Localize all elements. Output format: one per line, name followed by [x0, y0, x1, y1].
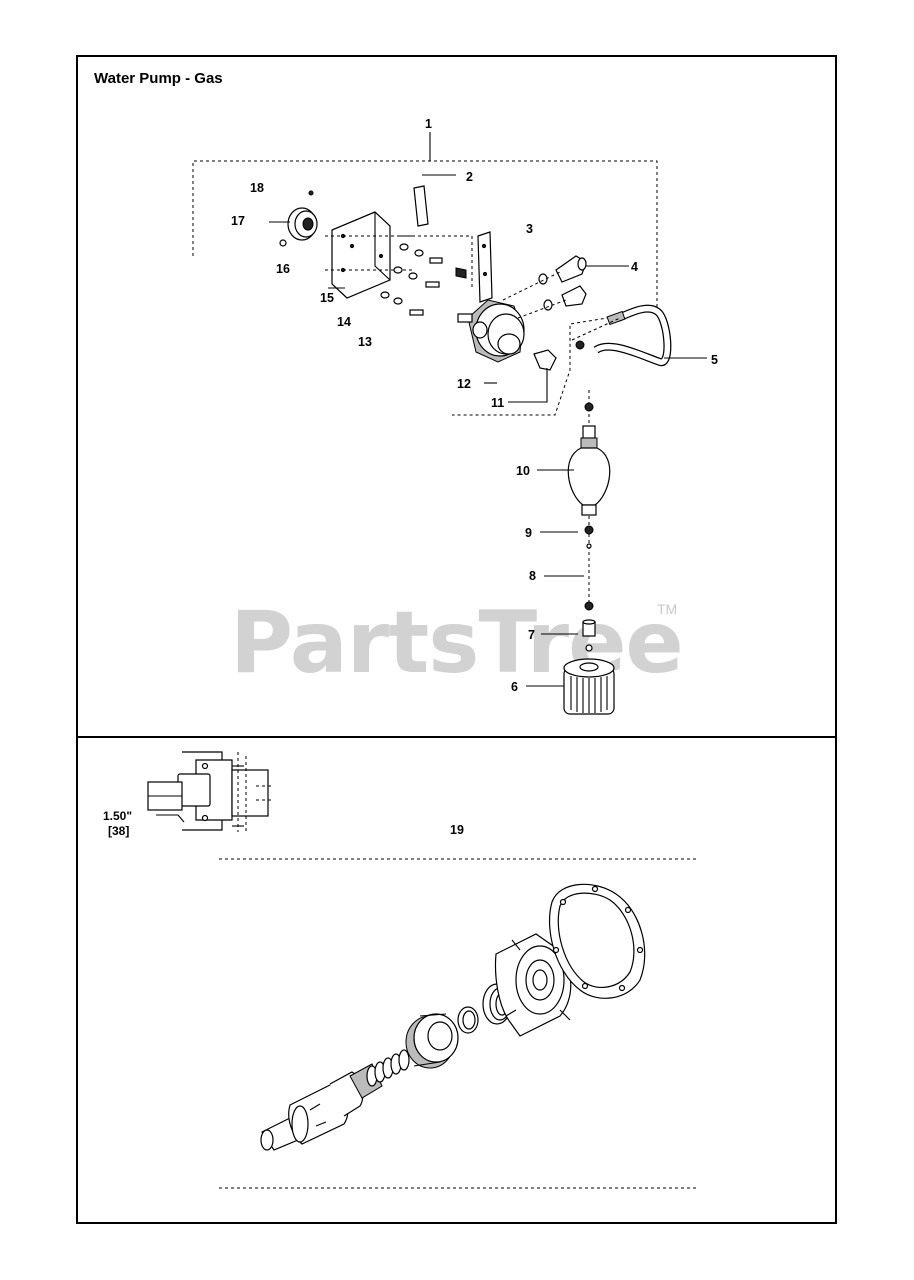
- watermark-brand: PartsTree: [230, 593, 683, 693]
- pulley-part-17: [269, 190, 318, 247]
- shaft-sleeve: [260, 1063, 383, 1151]
- callout-5: 5: [711, 353, 718, 367]
- fastener-set: [328, 243, 467, 316]
- o-ring: [457, 1006, 479, 1034]
- callout-1: 1: [425, 117, 432, 131]
- watermark: PartsTree TM: [230, 593, 684, 693]
- seal-kit-diagram: 1.50" [38] 19: [103, 751, 696, 1189]
- spring: [366, 1049, 410, 1087]
- callout-19: 19: [450, 823, 464, 837]
- callout-2: 2: [466, 170, 473, 184]
- decal-part-2: [413, 174, 456, 227]
- impeller-housing: [494, 933, 573, 1037]
- fuel-filter-part-6: [526, 575, 615, 715]
- fuel-hose-part-5: [571, 304, 707, 381]
- pump-assembly-diagram: 1 2 3 4 5 6 7 8 9 10 11 12 13 14 15 16 1…: [192, 117, 718, 715]
- outer-frame: [76, 55, 837, 1224]
- callout-11: 11: [491, 396, 504, 410]
- mounting-bracket-part-15: [325, 211, 412, 299]
- callout-4: 4: [631, 260, 638, 274]
- elbow-fitting-part-11: [508, 349, 557, 403]
- dimension-imperial: 1.50": [103, 809, 132, 823]
- pump-gasket: [548, 883, 646, 999]
- dimension-sketch: [147, 751, 272, 832]
- callout-14: 14: [337, 315, 351, 329]
- pump-body-part-12: [457, 299, 525, 384]
- dimension-metric: [38]: [108, 824, 129, 838]
- inlet-fitting-part-4: [502, 255, 629, 319]
- watermark-tm: TM: [657, 601, 677, 617]
- callout-3: 3: [526, 222, 533, 236]
- callout-13: 13: [358, 335, 372, 349]
- callout-18: 18: [250, 181, 264, 195]
- primer-bulb-part-10: [537, 390, 611, 610]
- sub-bracket-part-3: [400, 231, 493, 303]
- callout-6: 6: [511, 680, 518, 694]
- callout-7: 7: [528, 628, 535, 642]
- callout-15: 15: [320, 291, 334, 305]
- page-title: Water Pump - Gas: [94, 70, 223, 87]
- mechanical-seal-ring: [405, 1013, 459, 1069]
- callout-12: 12: [457, 377, 471, 391]
- callout-8: 8: [529, 569, 536, 583]
- callout-9: 9: [525, 526, 532, 540]
- callout-17: 17: [231, 214, 245, 228]
- callout-16: 16: [276, 262, 290, 276]
- callout-10: 10: [516, 464, 530, 478]
